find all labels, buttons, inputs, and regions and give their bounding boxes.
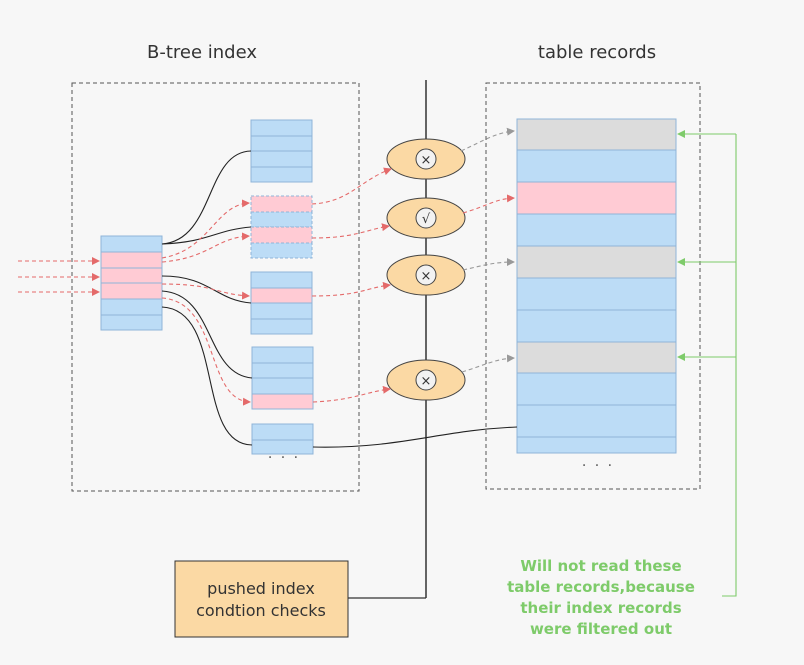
table-record	[516, 436, 677, 454]
pic-label-line1: pushed index	[207, 579, 315, 598]
table-record	[516, 149, 677, 183]
table-ellipsis: · · ·	[582, 458, 614, 474]
filtered-note: Will not read these table records,becaus…	[507, 557, 695, 638]
index-ellipsis: · · ·	[268, 450, 300, 466]
pic-box: pushed index condtion checks	[174, 560, 349, 638]
note-line1: Will not read these	[520, 557, 681, 575]
leaf-node	[250, 271, 313, 335]
table-record	[516, 341, 677, 374]
check-symbol: ×	[421, 374, 432, 389]
table-record	[516, 213, 677, 247]
leaf-node	[250, 195, 313, 259]
incoming-scan-arrows	[18, 257, 100, 296]
root-node	[100, 235, 163, 331]
index-container	[71, 82, 360, 492]
note-line4: were filtered out	[530, 620, 672, 638]
table-title: table records	[538, 42, 656, 63]
filtered-bracket	[677, 130, 737, 597]
check-symbol: ×	[421, 269, 432, 284]
check-node: ×	[386, 138, 466, 180]
index-title: B-tree index	[147, 42, 257, 63]
pic-label-line2: condtion checks	[196, 601, 326, 620]
leaf-node	[251, 346, 314, 410]
table-record	[516, 277, 677, 311]
check-symbol: √	[422, 212, 431, 227]
leaf-node	[251, 423, 314, 455]
tree-edges	[161, 150, 253, 446]
note-line2: table records,because	[507, 578, 695, 596]
table-record	[516, 404, 677, 438]
table-record	[516, 181, 677, 215]
table-record	[516, 118, 677, 151]
table-record	[516, 245, 677, 279]
check-symbol: ×	[421, 153, 432, 168]
check-node: √	[386, 197, 466, 239]
check-node: ×	[386, 254, 466, 296]
table-container	[485, 82, 701, 490]
table-record-column	[516, 118, 677, 454]
table-record	[516, 372, 677, 406]
check-to-record-arrows	[460, 127, 515, 373]
leaf-node	[250, 119, 313, 183]
scan-arrows	[161, 199, 251, 406]
leaf-to-check-arrows	[311, 167, 392, 403]
leaf-to-record-line	[312, 426, 518, 448]
table-record	[516, 309, 677, 343]
check-node: ×	[386, 359, 466, 401]
note-line3: their index records	[520, 599, 681, 617]
